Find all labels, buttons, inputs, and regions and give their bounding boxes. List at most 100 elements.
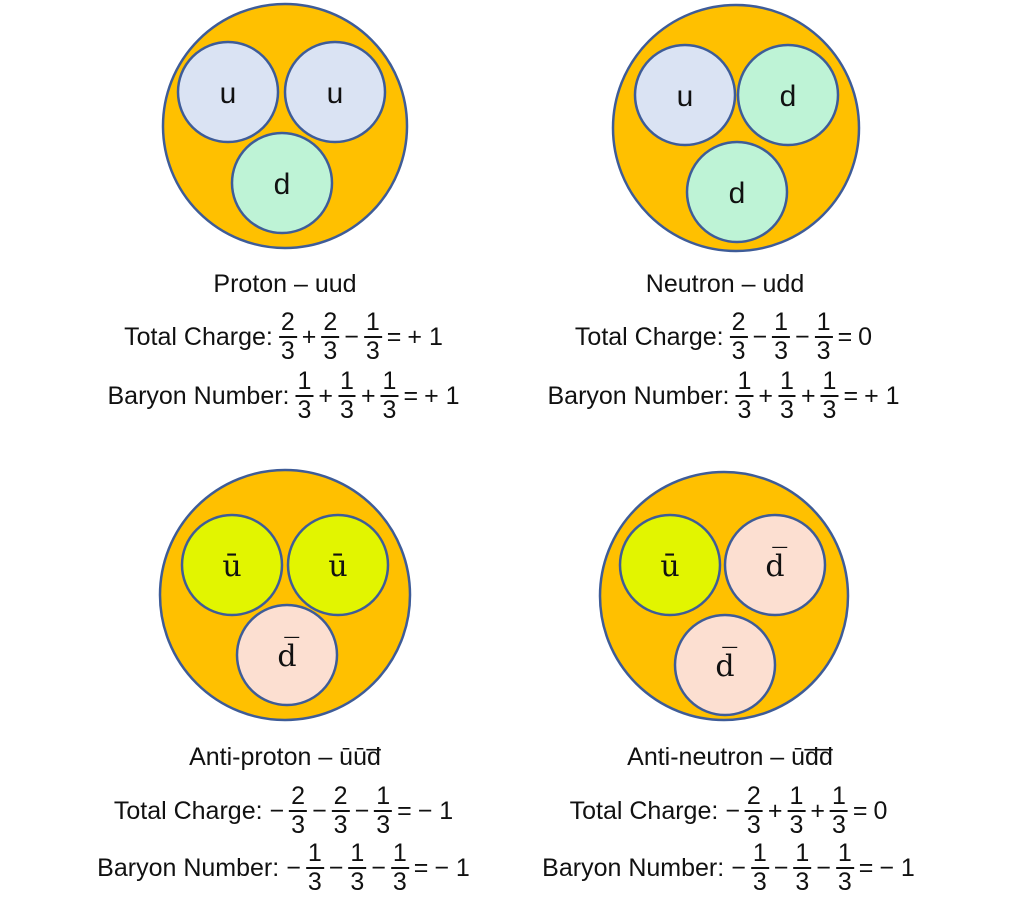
numerator: 1: [793, 839, 812, 869]
baryon-label: Baryon Number:: [542, 853, 725, 882]
denominator: 3: [333, 811, 348, 839]
numerator: 2: [331, 782, 350, 812]
denominator: 3: [752, 868, 767, 896]
baryon-result: + 1: [424, 381, 460, 410]
denominator: 3: [746, 811, 761, 839]
quark-label: u: [677, 80, 694, 113]
denominator: 3: [382, 396, 397, 424]
denominator: 3: [831, 811, 846, 839]
denominator: 3: [350, 868, 365, 896]
quark-circle-u: [633, 43, 737, 147]
quark-label: d̅: [715, 646, 737, 684]
operator: +: [301, 322, 317, 351]
quark-label: d: [780, 80, 797, 113]
baryon-result: + 1: [864, 381, 900, 410]
equals-sign: =: [397, 796, 412, 825]
quark-circle-anti_u: [180, 513, 284, 617]
denominator: 3: [340, 396, 354, 424]
equals-sign: =: [837, 322, 853, 351]
quark-label: ū: [222, 549, 241, 584]
baryon-label: Baryon Number:: [97, 853, 280, 882]
numerator: 2: [729, 308, 748, 338]
operator: −: [773, 853, 789, 882]
operator: +: [360, 381, 376, 410]
denominator: 3: [291, 811, 306, 839]
operator: +: [767, 796, 783, 825]
quark-label: u: [327, 77, 344, 110]
quark-circle-d: [230, 131, 334, 235]
denominator: 3: [280, 337, 295, 365]
equals-sign: =: [403, 381, 419, 410]
operator: −: [725, 796, 740, 825]
operator: −: [286, 853, 301, 882]
numerator: 1: [829, 782, 848, 812]
operator: −: [269, 796, 285, 825]
numerator: 1: [787, 782, 806, 812]
charge-result: − 1: [417, 796, 454, 825]
numerator: 1: [363, 308, 382, 338]
quark-label: d̅: [765, 546, 787, 584]
denominator: 3: [323, 337, 338, 365]
equals-sign: =: [858, 853, 874, 882]
operator: −: [816, 853, 831, 882]
numerator: 2: [289, 782, 308, 812]
charge-label: Total Charge:: [569, 796, 719, 825]
numerator: 1: [820, 367, 839, 397]
numerator: 2: [744, 782, 763, 812]
quark-label: ū: [328, 549, 347, 584]
numerator: 2: [321, 308, 340, 338]
numerator: 1: [835, 839, 854, 869]
neutron-title: Neutron – udd: [645, 270, 805, 298]
operator: −: [344, 322, 359, 351]
quark-label: u: [220, 77, 237, 110]
charge-label: Total Charge:: [574, 322, 724, 351]
quark-label: ū: [660, 549, 679, 584]
operator: −: [795, 322, 810, 351]
equals-sign: =: [852, 796, 868, 825]
baryon-result: − 1: [879, 853, 915, 882]
denominator: 3: [376, 811, 391, 839]
denominator: 3: [837, 868, 852, 896]
charge-label: Total Charge:: [113, 796, 263, 825]
numerator: 1: [750, 839, 769, 869]
charge-result: 0: [858, 322, 873, 351]
denominator: 3: [365, 337, 380, 365]
operator: −: [312, 796, 327, 825]
equals-sign: =: [386, 322, 402, 351]
baryon-result: − 1: [434, 853, 470, 882]
quark-circle-anti_d: [235, 603, 339, 707]
proton-title: Proton – uud: [213, 270, 357, 298]
anti-proton-title: Anti-proton – ūūd̅: [189, 743, 381, 771]
quark-circle-anti_d: [673, 613, 777, 717]
operator: +: [810, 796, 825, 825]
quark-circle-anti_u: [618, 513, 722, 617]
numerator: 2: [278, 308, 297, 338]
operator: −: [731, 853, 746, 882]
